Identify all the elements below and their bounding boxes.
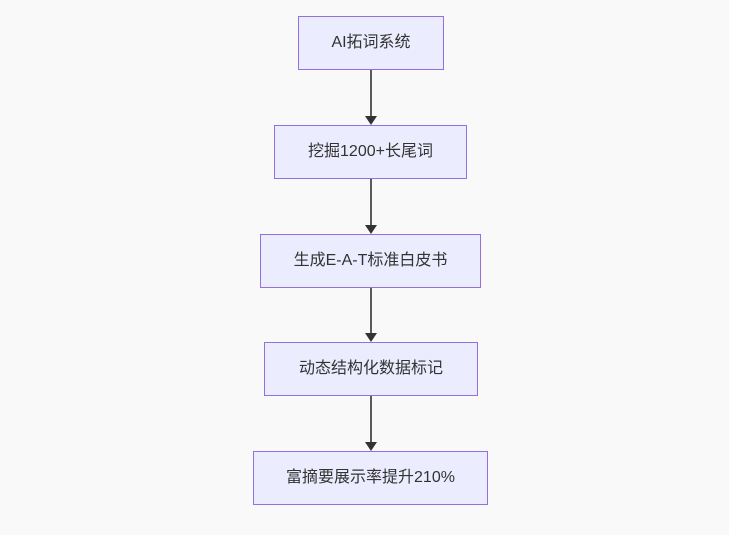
- flowchart-node-rich-snippet-result: 富摘要展示率提升210%: [253, 451, 488, 505]
- arrowhead-down-icon: [364, 333, 377, 342]
- flowchart-node-structured-data-markup: 动态结构化数据标记: [264, 342, 478, 396]
- node-label: 富摘要展示率提升210%: [286, 469, 455, 486]
- node-label: 挖掘1200+长尾词: [308, 143, 433, 160]
- flow-connector-3: [363, 288, 378, 342]
- arrowhead-down-icon: [364, 225, 377, 234]
- node-label: AI拓词系统: [331, 34, 411, 51]
- arrow-line: [369, 70, 372, 116]
- flowchart-node-ai-keyword-system: AI拓词系统: [298, 16, 444, 70]
- arrow-line: [369, 179, 372, 225]
- node-label: 动态结构化数据标记: [298, 360, 443, 377]
- arrow-line: [369, 288, 372, 333]
- flow-connector-2: [363, 179, 378, 234]
- flowchart-node-eat-whitepaper: 生成E-A-T标准白皮书: [260, 234, 481, 288]
- arrowhead-down-icon: [364, 442, 377, 451]
- arrowhead-down-icon: [364, 116, 377, 125]
- arrow-line: [369, 396, 372, 442]
- node-label: 生成E-A-T标准白皮书: [293, 252, 448, 269]
- flow-connector-4: [363, 396, 378, 451]
- flowchart-node-longtail-mining: 挖掘1200+长尾词: [274, 125, 467, 179]
- flow-connector-1: [363, 70, 378, 125]
